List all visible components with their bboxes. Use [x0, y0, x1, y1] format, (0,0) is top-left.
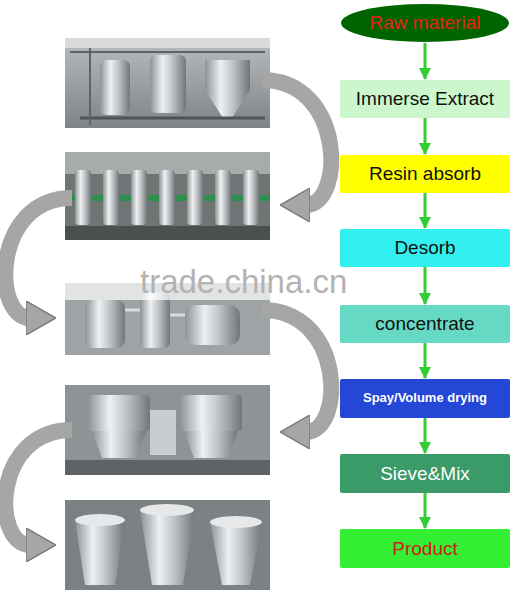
watermark: trade.china.cn: [140, 263, 347, 301]
start-ellipse: Raw material: [340, 3, 510, 43]
step-label: Sieve&Mix: [380, 463, 470, 485]
curved-arrow: [262, 310, 331, 432]
process-box: Immerse Extract: [340, 80, 510, 118]
photo-sieves: [65, 500, 270, 590]
curved-arrow: [5, 198, 72, 318]
flow-arrow: [424, 193, 427, 228]
flow-arrow: [424, 493, 427, 528]
step-label: Product: [392, 538, 457, 560]
step-label: Raw material: [370, 12, 481, 34]
flow-arrow: [424, 267, 427, 304]
process-box: Resin absorb: [340, 155, 510, 193]
process-box: Sieve&Mix: [340, 454, 510, 493]
photo-resin-columns: [65, 152, 270, 240]
flow-arrow: [424, 343, 427, 378]
step-label: Immerse Extract: [356, 88, 494, 110]
flow-arrow: [424, 43, 427, 79]
photo-arrows: [5, 80, 331, 545]
watermark-band: [0, 262, 400, 300]
step-label: Spay/Volume drying: [363, 391, 487, 406]
process-box: Spay/Volume drying: [340, 379, 510, 418]
ellipse-shape: [341, 4, 509, 42]
photo-extraction: [65, 38, 270, 128]
flow-arrow: [424, 418, 427, 453]
process-box: Desorb: [340, 229, 510, 267]
photo-dryers: [65, 385, 270, 475]
step-label: Resin absorb: [369, 163, 481, 185]
end-box: Product: [340, 529, 510, 568]
step-label: Desorb: [394, 237, 455, 259]
step-label: concentrate: [375, 313, 474, 335]
curved-arrow: [5, 430, 72, 545]
flow-arrow: [424, 118, 427, 154]
process-box: concentrate: [340, 305, 510, 343]
curved-arrow: [262, 80, 331, 205]
